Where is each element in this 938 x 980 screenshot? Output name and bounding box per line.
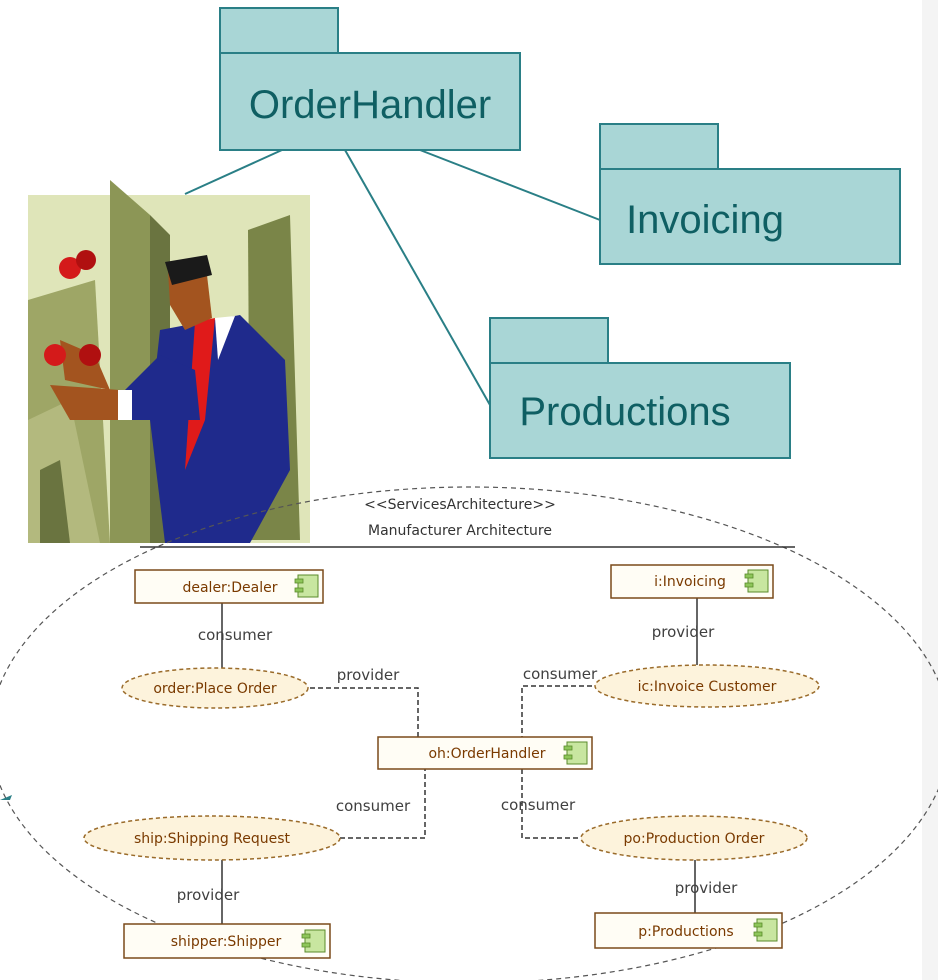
component-icon bbox=[294, 574, 319, 598]
role-dealer-consumer: consumer bbox=[198, 626, 273, 644]
edge-fragment bbox=[0, 795, 12, 800]
service-invoice-customer[interactable]: ic:Invoice Customer bbox=[594, 664, 820, 708]
role-oh-consumer-invoice: consumer bbox=[523, 665, 598, 683]
participant-dealer[interactable]: dealer:Dealer bbox=[134, 569, 324, 604]
participant-box bbox=[594, 912, 783, 949]
package-tab bbox=[219, 7, 339, 54]
role-invoicing-provider: provider bbox=[652, 623, 715, 641]
role-shipper-provider: provider bbox=[177, 886, 240, 904]
service-label: po:Production Order bbox=[624, 831, 765, 847]
service-shipping-request[interactable]: ship:Shipping Request bbox=[83, 815, 341, 861]
package-orderhandler[interactable]: OrderHandler bbox=[219, 7, 521, 151]
service-ellipse bbox=[121, 667, 309, 709]
participant-order-handler[interactable]: oh:OrderHandler bbox=[377, 736, 593, 770]
dashed-connectors bbox=[310, 685, 600, 839]
component-icon bbox=[301, 929, 326, 953]
service-ellipse bbox=[594, 664, 820, 708]
services-architecture-boundary bbox=[0, 486, 938, 980]
participant-shipper[interactable]: shipper:Shipper bbox=[123, 923, 331, 959]
page-edge bbox=[922, 0, 938, 980]
participant-box bbox=[134, 569, 324, 604]
service-ellipse bbox=[83, 815, 341, 861]
package-productions[interactable]: Productions bbox=[489, 317, 791, 459]
package-body bbox=[219, 52, 521, 151]
role-oh-consumer-po: consumer bbox=[501, 796, 576, 814]
participant-box bbox=[123, 923, 331, 959]
businessman-juggling-clipart bbox=[28, 180, 310, 543]
package-tab bbox=[489, 317, 609, 364]
service-place-order[interactable]: order:Place Order bbox=[121, 667, 309, 709]
participant-label: i:Invoicing bbox=[654, 574, 726, 590]
architecture-stereotype: <<ServicesArchitecture>> bbox=[364, 497, 556, 513]
solid-connectors bbox=[221, 598, 698, 924]
service-label: order:Place Order bbox=[153, 681, 277, 697]
role-oh-provider: provider bbox=[337, 666, 400, 684]
participant-label: p:Productions bbox=[638, 924, 733, 940]
participant-label: dealer:Dealer bbox=[182, 580, 277, 596]
component-icon bbox=[744, 569, 769, 593]
service-ellipse bbox=[580, 815, 808, 861]
service-label: ic:Invoice Customer bbox=[638, 679, 777, 695]
service-label: ship:Shipping Request bbox=[134, 831, 291, 847]
package-body bbox=[489, 362, 791, 459]
role-oh-consumer-ship: consumer bbox=[336, 797, 411, 815]
package-body bbox=[599, 168, 901, 265]
participant-box bbox=[610, 564, 774, 599]
package-label-invoicing: Invoicing bbox=[626, 198, 784, 242]
package-tab bbox=[599, 123, 719, 170]
participant-label: oh:OrderHandler bbox=[428, 746, 545, 762]
participant-productions[interactable]: p:Productions bbox=[594, 912, 783, 949]
service-production-order[interactable]: po:Production Order bbox=[580, 815, 808, 861]
architecture-name: Manufacturer Architecture bbox=[368, 523, 552, 539]
role-productions-provider: provider bbox=[675, 879, 738, 897]
participant-box bbox=[377, 736, 593, 770]
component-icon bbox=[753, 918, 778, 942]
package-invoicing[interactable]: Invoicing bbox=[599, 123, 901, 265]
participant-invoicing[interactable]: i:Invoicing bbox=[610, 564, 774, 599]
participant-label: shipper:Shipper bbox=[171, 934, 282, 950]
component-icon bbox=[563, 741, 588, 765]
package-label-productions: Productions bbox=[519, 390, 730, 434]
package-label-orderhandler: OrderHandler bbox=[249, 83, 491, 127]
package-links bbox=[184, 149, 601, 406]
